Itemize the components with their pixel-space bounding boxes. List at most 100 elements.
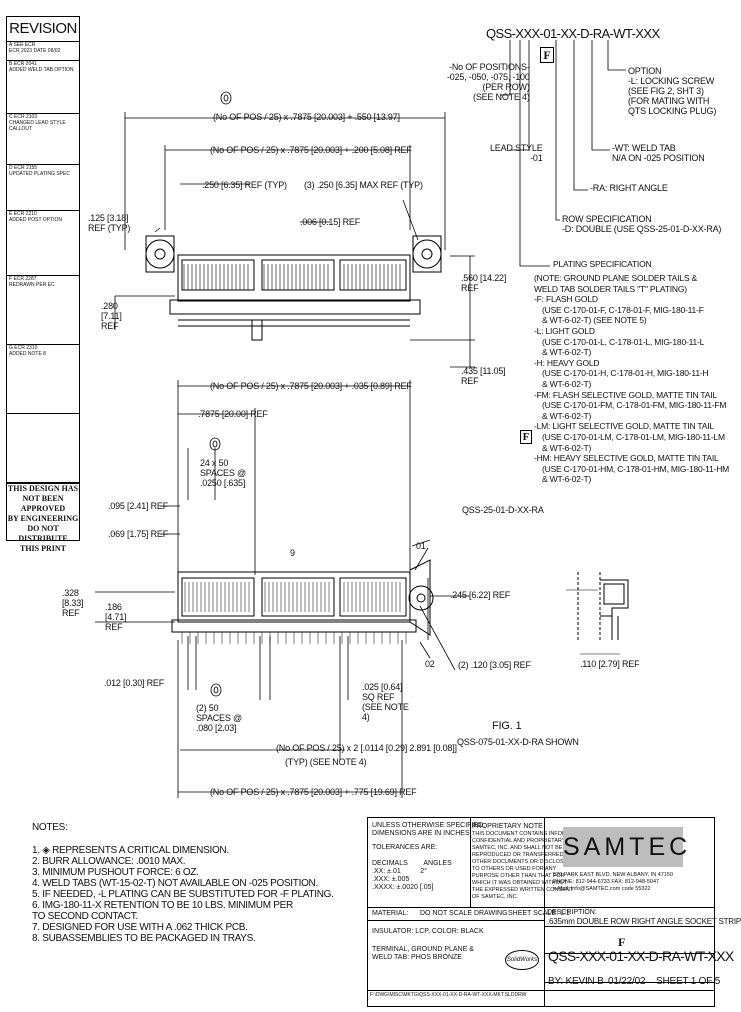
title-part-number: QSS-XXX-01-XX-D-RA-WT-XXX xyxy=(548,948,734,964)
dim-text: .012 [0.30] REF xyxy=(104,678,165,688)
dim-text: .110 [2.79] REF xyxy=(580,659,640,669)
positions-label: -No OF POSITIONS- -025, -050, -075, -100… xyxy=(447,62,530,102)
dim-text: .245 [6.22] REF xyxy=(450,590,511,600)
connector-base-top xyxy=(169,299,421,315)
file-path: F:\DWG\MISC\MKTG\QSS-XXX-01-XX-D-RA-WT-X… xyxy=(370,992,527,998)
label-02: 02 xyxy=(425,659,435,669)
figure-subtitle: QSS-075-01-XX-D-RA SHOWN xyxy=(457,737,579,747)
connector-top-view xyxy=(145,235,442,341)
drawing-canvas xyxy=(95,40,629,798)
row-spec-label: ROW SPECIFICATION -D: DOUBLE (USE QSS-25… xyxy=(562,214,722,234)
weld-tab-mid xyxy=(408,585,434,611)
dim-text: .560 [14.22] REF xyxy=(461,273,507,293)
solidworks-logo: SolidWorks xyxy=(505,950,539,970)
callout-text: QSS-25-01-D-XX-RA xyxy=(462,505,544,515)
leader-lead-style xyxy=(510,40,530,151)
dim-text: 24 x 50 SPACES @ .0250 [.635] xyxy=(200,458,246,488)
leader-weld xyxy=(402,199,419,241)
dim-text: .250 [6.35] REF (TYP) xyxy=(202,180,287,190)
dim-328 xyxy=(95,591,175,623)
dim-arrow xyxy=(154,227,161,233)
dim-text: (2) 50 SPACES @ .080 [2.03] xyxy=(196,703,242,733)
leader-positions xyxy=(500,40,511,96)
label-01: 01 xyxy=(416,541,426,551)
connector-front-view xyxy=(171,559,434,636)
dim-text: (No OF POS / 25) x .7875 [20.003] + .775… xyxy=(210,787,417,797)
plating-spec-list: (NOTE: GROUND PLANE SOLDER TAILS & WELD … xyxy=(534,273,730,485)
unless-text: UNLESS OTHERWISE SPECIFIED, DIMENSIONS A… xyxy=(372,822,486,851)
connector-body-top xyxy=(177,254,411,302)
dim-text: .280 [7.11] REF xyxy=(101,301,122,331)
dim-text: (2) .120 [3.05] REF xyxy=(458,660,531,670)
connector-side-view xyxy=(566,572,629,655)
connector-body-mid xyxy=(177,571,411,623)
notes-block: NOTES: 1. ◈ REPRESENTS A CRITICAL DIMENS… xyxy=(32,822,334,944)
title-block xyxy=(367,817,715,1007)
revision-flag: F xyxy=(520,430,532,444)
dim-text: .025 [0.64] SQ REF (SEE NOTE 4) xyxy=(362,682,409,722)
leader-callout xyxy=(411,539,431,547)
contact-group-3 xyxy=(339,259,407,291)
dim-012 xyxy=(187,636,197,690)
drawn-by: BY: KEVIN B xyxy=(548,976,604,987)
dim-text: .069 [1.75] REF xyxy=(108,529,169,539)
dim-text: .328 [8.33] REF xyxy=(62,588,84,618)
leader-row-spec xyxy=(555,40,560,221)
proprietary-note: PROPRIETARY NOTE THIS DOCUMENT CONTAINS … xyxy=(472,823,587,900)
dim-280 xyxy=(114,295,175,330)
part-number-code: QSS-XXX-01-XX-D-RA-WT-XXX xyxy=(486,26,660,41)
material-label: MATERIAL: xyxy=(372,910,409,917)
dim-text: .186 [4.71] REF xyxy=(105,602,127,632)
dim-overall-mid xyxy=(177,380,411,575)
leader-wt xyxy=(591,40,610,151)
contact-group-mid-1 xyxy=(181,577,255,617)
weld-tab-label: -WT: WELD TAB N/A ON -025 POSITION xyxy=(612,143,705,163)
dim-text: (No OF POS / 25) x .7875 [20.003] + .035… xyxy=(210,381,412,391)
dim-pitch-mid xyxy=(178,408,256,575)
ground-tab xyxy=(251,319,263,341)
lead-style-label: LEAD STYLE -01 xyxy=(490,143,543,163)
leader-02 xyxy=(419,641,431,659)
dim-text: .7875 [20.00] REF xyxy=(198,409,268,419)
leader-plating xyxy=(519,40,550,267)
contact-group-mid-3 xyxy=(339,577,407,617)
contact-group-2 xyxy=(261,259,335,291)
dim-text: (No OF POS / 25) x 2 [.0114 [0.29] 2.891… xyxy=(276,743,457,753)
contact-group-mid-2 xyxy=(261,577,335,617)
revision-flag: F xyxy=(540,47,554,63)
revision-letter: F xyxy=(618,935,626,949)
dim-025 xyxy=(339,636,349,760)
dim-bottom xyxy=(177,640,403,798)
sheet-scale: SHEET SCALE: 1:1 xyxy=(508,910,570,917)
leader-option xyxy=(607,40,626,71)
dim-text: .435 [11.05] REF xyxy=(461,366,506,386)
drawn-date: 01/22/02 xyxy=(608,976,646,987)
leader-120 xyxy=(419,605,456,671)
revision-title: REVISION xyxy=(7,17,79,42)
critical-markers xyxy=(209,91,232,697)
right-angle-label: -RA: RIGHT ANGLE xyxy=(590,183,668,193)
figure-title: FIG. 1 xyxy=(492,720,522,732)
dim-overall-top xyxy=(124,112,446,250)
disclaimer-box: THIS DESIGN HAS NOT BEEN APPROVED BY ENG… xyxy=(7,482,79,553)
option-label: OPTION -L: LOCKING SCREW (SEE FIG 2, SHT… xyxy=(628,66,717,116)
dim-text: (3) .250 [6.35] MAX REF (TYP) xyxy=(304,180,423,190)
material-text: INSULATOR: LCP, COLOR: BLACK TERMINAL, G… xyxy=(372,928,484,961)
dim-text: (TYP) (SEE NOTE 4) xyxy=(285,757,367,767)
scale-note: DO NOT SCALE DRAWING xyxy=(420,910,508,917)
dim-560 xyxy=(450,255,475,368)
dim-435 xyxy=(410,256,475,367)
label-9: 9 xyxy=(290,548,295,558)
dim-spaces-2 xyxy=(259,636,271,700)
sheet-number: SHEET 1 OF 5 xyxy=(656,976,721,987)
description-label: DESCRIPTION: xyxy=(547,909,597,916)
dim-text: (No OF POS / 25) x .7875 [20.003] + .550… xyxy=(213,112,400,122)
leader-ra xyxy=(573,40,588,191)
